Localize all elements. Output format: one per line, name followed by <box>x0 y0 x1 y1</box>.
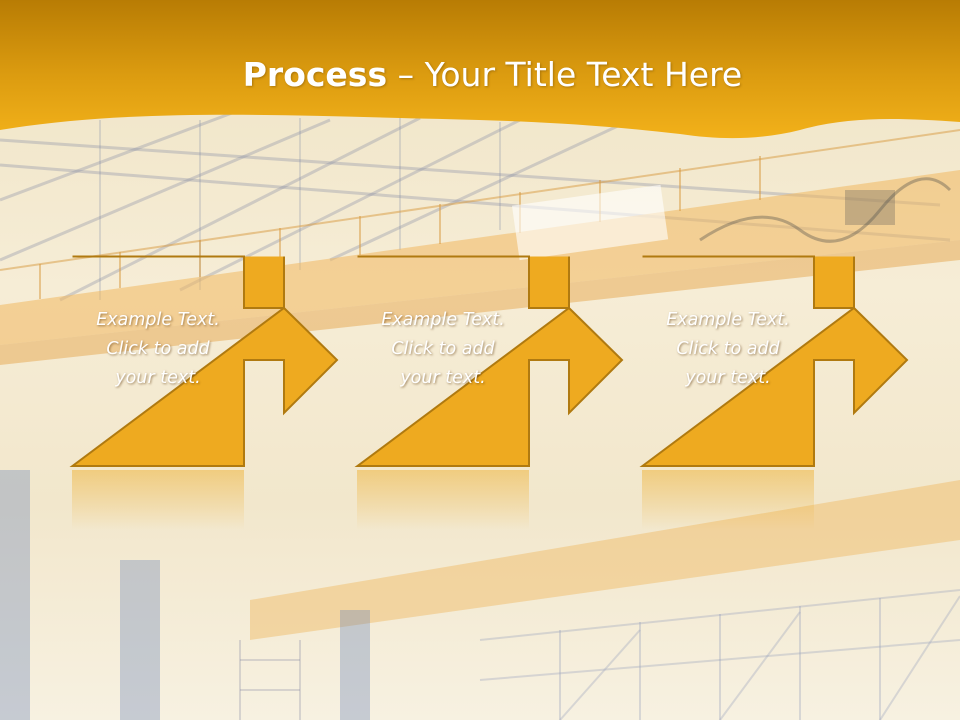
step-text-line: Click to add <box>391 339 495 359</box>
step-text-line: Example Text. <box>666 310 790 330</box>
step-text-line: your text. <box>115 368 201 388</box>
step-text[interactable]: Example Text. Click to add your text. <box>642 306 814 393</box>
step-text-line: Example Text. <box>381 310 505 330</box>
title-bold: Process <box>242 55 388 94</box>
step-text[interactable]: Example Text. Click to add your text. <box>72 306 244 393</box>
title-rest: Your Title Text Here <box>424 55 743 94</box>
process-step-1[interactable]: Example Text. Click to add your text. <box>69 255 339 468</box>
title-separator: – <box>397 55 415 94</box>
step-arrow-shape <box>639 255 909 467</box>
page-title: Process – Your Title Text Here <box>0 52 960 98</box>
step-arrow-shape <box>69 255 339 467</box>
step-arrow-shape <box>354 255 624 467</box>
step-text[interactable]: Example Text. Click to add your text. <box>357 306 529 393</box>
step-text-line: your text. <box>400 368 486 388</box>
step-text-line: Click to add <box>106 339 210 359</box>
process-step-3[interactable]: Example Text. Click to add your text. <box>639 255 909 468</box>
step-text-line: your text. <box>685 368 771 388</box>
step-text-line: Click to add <box>676 339 780 359</box>
process-step-2[interactable]: Example Text. Click to add your text. <box>354 255 624 468</box>
title-band <box>0 0 960 139</box>
step-text-line: Example Text. <box>96 310 220 330</box>
